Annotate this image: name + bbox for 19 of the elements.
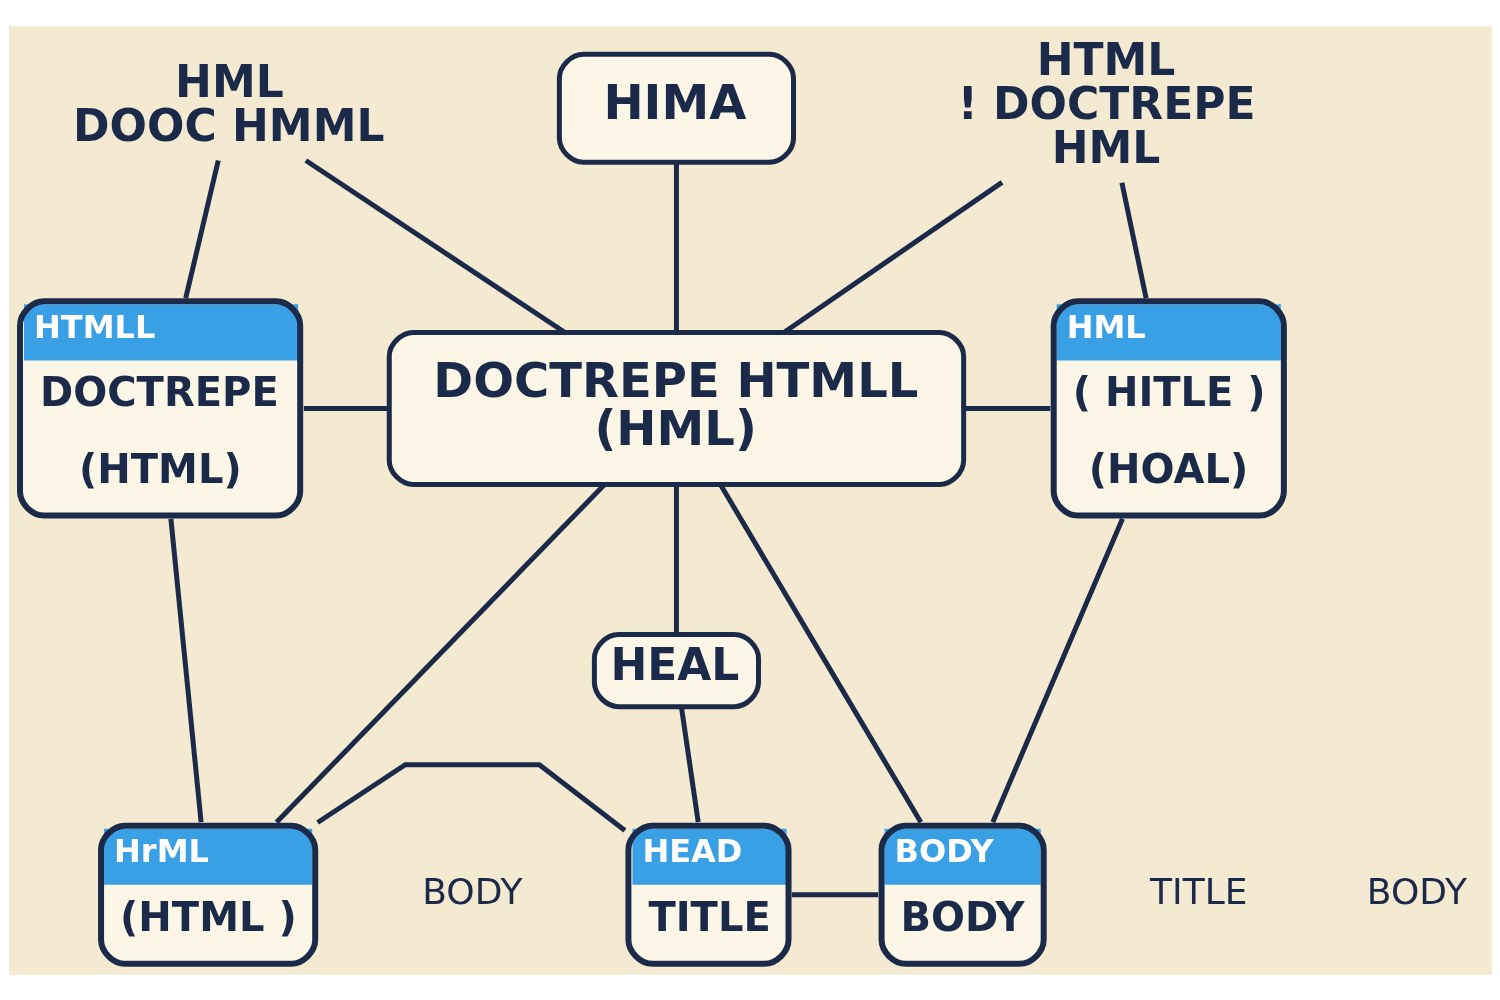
node-box: HIMA <box>556 51 796 165</box>
connector <box>167 517 204 822</box>
label: BODY <box>421 870 522 912</box>
connector <box>673 484 679 634</box>
label: BODY <box>1366 870 1467 912</box>
connector <box>315 761 626 832</box>
connector <box>673 162 679 332</box>
connector <box>678 706 701 823</box>
node-box: HEAL <box>591 631 761 709</box>
connector <box>182 159 221 299</box>
connector <box>790 891 880 897</box>
label: TITLE <box>1149 870 1248 912</box>
node-box: DOCTREPE HTMLL (HML) <box>386 329 966 487</box>
connector <box>990 517 1125 823</box>
node-text: HML DOOC HMML <box>72 55 385 151</box>
node-text: HTML ! DOCTREPE HML <box>957 33 1256 173</box>
connector <box>303 405 389 411</box>
connector <box>1118 181 1149 299</box>
connector <box>963 405 1050 411</box>
